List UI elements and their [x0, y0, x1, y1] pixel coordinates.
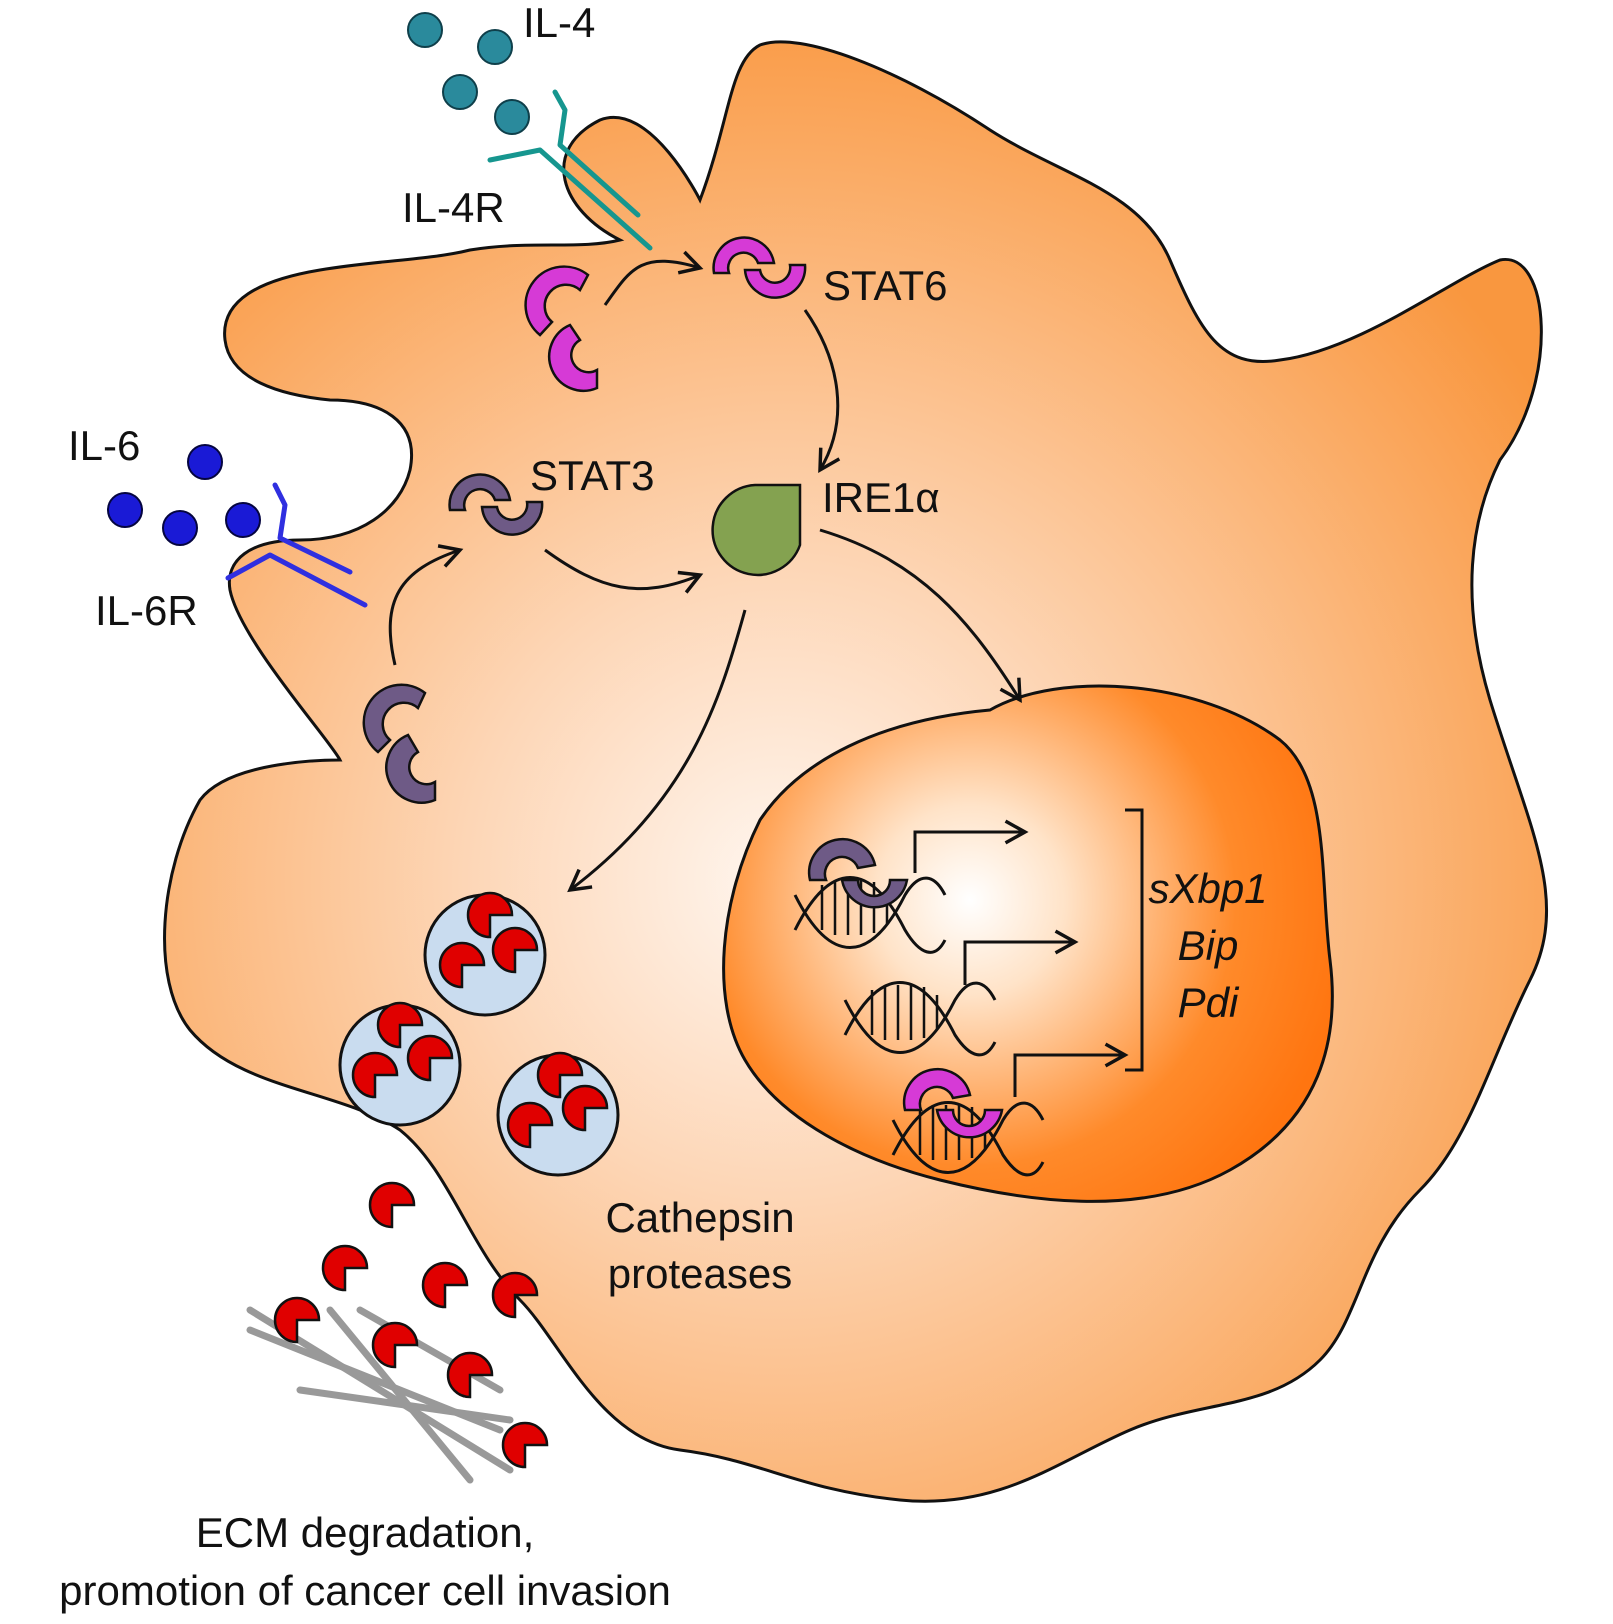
gene-label-2: Pdi	[1178, 979, 1240, 1026]
pacman-protease-icon	[273, 1296, 321, 1344]
label-il4: IL-4	[523, 0, 595, 46]
stat3-dimer-icon	[448, 473, 544, 536]
transcription-arrow-2	[963, 929, 1079, 985]
monomer-icon	[548, 323, 599, 393]
pacman-protease-icon	[466, 891, 514, 939]
arrow-il4r-to-stat6	[603, 250, 704, 306]
ecm-fiber	[326, 1306, 474, 1484]
label-ecm-line2: promotion of cancer cell invasion	[59, 1567, 671, 1614]
il6-ligand	[225, 502, 261, 538]
stat3-monomers	[362, 683, 437, 804]
label-ire1a: IRE1α	[822, 474, 940, 521]
pacman-protease-icon	[561, 1084, 609, 1132]
pacman-protease-icon	[506, 1101, 554, 1149]
pacman-protease-icon	[368, 1181, 416, 1229]
label-stat6: STAT6	[823, 262, 947, 309]
arrow-il6r-to-stat3	[388, 544, 464, 666]
transcription-arrow-1	[913, 819, 1029, 873]
stat3-dna-bound-icon	[807, 837, 909, 909]
il6-ligand	[107, 492, 143, 528]
label-il4r: IL-4R	[402, 184, 505, 231]
pacman-protease-icon	[491, 926, 539, 974]
pacman-protease-icon	[351, 1051, 399, 1099]
label-cathepsin-line2: proteases	[608, 1250, 792, 1297]
ire1a-icon	[711, 483, 802, 577]
pacman-protease-icon	[421, 1261, 469, 1309]
pacman-protease-icon	[491, 1271, 539, 1319]
il4-ligand	[494, 99, 530, 135]
nucleus	[722, 684, 1334, 1203]
arrow-ire1a-to-cathepsin	[567, 609, 747, 893]
signaling-arrows	[388, 250, 1022, 893]
pacman-protease-icon	[376, 1001, 424, 1049]
label-il6r: IL-6R	[95, 587, 198, 634]
cathepsin-proteases	[273, 891, 609, 1469]
stat6-dna-bound-icon	[902, 1067, 1004, 1139]
il4-receptor-icon	[487, 89, 653, 251]
pacman-protease-icon	[438, 941, 486, 989]
label-il6: IL-6	[68, 422, 140, 469]
dna-helices	[793, 819, 1129, 1177]
il6-ligand	[162, 510, 198, 546]
pacman-protease-icon	[371, 1321, 419, 1369]
pacman-protease-icon	[321, 1244, 369, 1292]
monomer-icon	[524, 265, 590, 337]
pacman-protease-icon	[501, 1421, 549, 1469]
arrow-ire1a-to-nucleus	[819, 528, 1022, 704]
il6-ligand	[187, 444, 223, 480]
il4-ligand	[407, 12, 443, 48]
stat6-monomers	[524, 265, 599, 393]
il4-ligand	[442, 74, 478, 110]
monomer-icon	[362, 683, 427, 754]
stat6-dimer-icon	[712, 236, 807, 299]
gene-label-1: Bip	[1178, 922, 1239, 969]
pacman-protease-icon	[446, 1351, 494, 1399]
gene-label-0: sXbp1	[1148, 865, 1267, 912]
il6-ligands	[107, 444, 261, 546]
label-ecm-line1: ECM degradation,	[196, 1509, 535, 1556]
il4-ligand	[477, 29, 513, 65]
dna-helix-icon	[843, 981, 997, 1057]
il4-ligands	[407, 12, 530, 135]
arrow-stat6-to-ire1a	[803, 309, 841, 474]
ecm-fiber	[356, 1306, 504, 1394]
monomer-icon	[385, 733, 437, 804]
label-stat3: STAT3	[530, 452, 654, 499]
pacman-protease-icon	[536, 1051, 584, 1099]
arrow-stat3-to-ire1a	[544, 548, 704, 594]
transcription-arrow-3	[1013, 1042, 1129, 1097]
gene-bracket	[1125, 808, 1144, 1072]
il6-receptor-icon	[225, 482, 368, 608]
pacman-protease-icon	[406, 1034, 454, 1082]
label-cathepsin-line1: Cathepsin	[605, 1194, 794, 1241]
